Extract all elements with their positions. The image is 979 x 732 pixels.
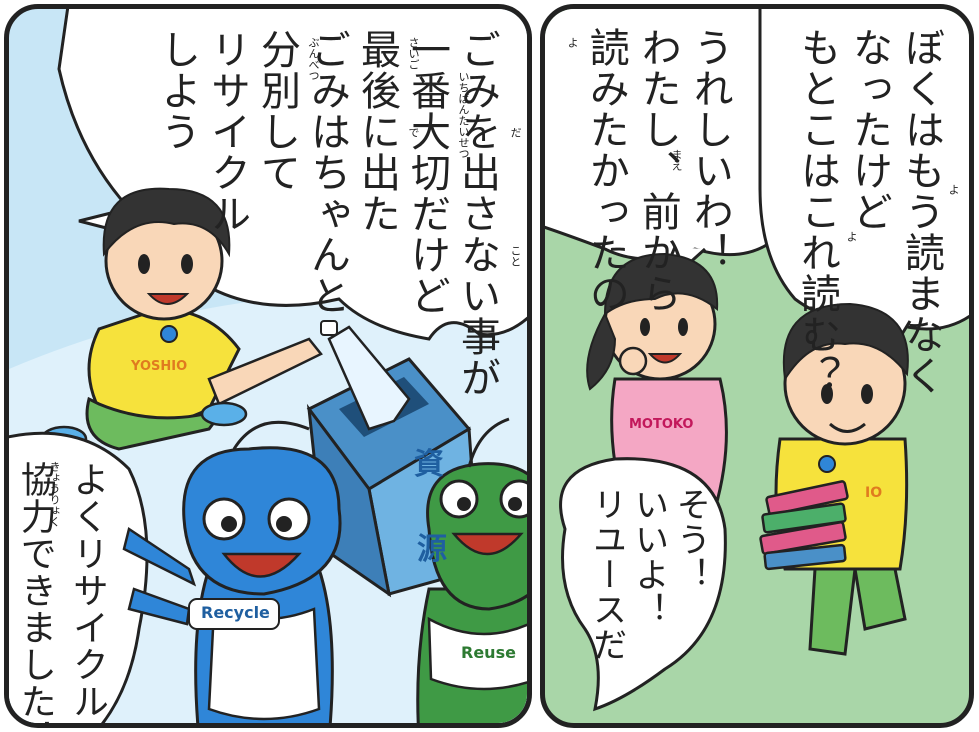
speech-boy-line-1: ぼくはもう読まなく	[898, 27, 944, 396]
mascot-reuse-green	[416, 417, 527, 723]
speech-main-line-2: 一番大切だけど	[404, 29, 450, 316]
boy-yoshio	[40, 187, 323, 453]
furigana-ichibantaisetsu: いちばんたいせつ	[457, 71, 470, 159]
furigana-yo-2: よ	[845, 231, 858, 242]
speech-main-line-4: ごみはちゃんと	[304, 29, 350, 316]
bin-label-shi: 資	[414, 447, 444, 482]
furigana-mae: まえ	[670, 149, 683, 171]
speech-girl-line-2: わたし、前から	[634, 27, 681, 314]
furigana-saigo: さいご	[407, 37, 420, 70]
speech-main-line-7: しよう	[154, 29, 200, 152]
furigana-koto: こと	[509, 245, 522, 267]
boy-with-books	[759, 302, 909, 656]
furigana-bunbetsu: ぶんべつ	[307, 37, 320, 81]
book-stack	[759, 480, 849, 571]
speech-girl-line-3: 読みたかったの	[582, 27, 629, 314]
panel-left-art	[9, 9, 527, 723]
panel-right-art	[545, 9, 969, 712]
plastic-bottle	[320, 320, 411, 431]
speech-mascot-line-2: いいよ！	[628, 487, 669, 627]
speech-main-line-6: リサイクル	[204, 29, 250, 234]
comic-panel-right: ぼくはもう読まなく なったけど もとこはこれ読む？ よ よ うれしいわ！ わたし…	[540, 4, 974, 728]
belly-label-reuse: Reuse	[461, 643, 516, 662]
speech-small-line-2: 協力できました！	[14, 461, 56, 728]
speech-bubble-mascot	[559, 457, 727, 712]
furigana-de: で	[407, 127, 420, 138]
speech-mascot-line-3: リユースだ	[586, 487, 627, 662]
furigana-kyouryoku: きょうりょく	[48, 461, 61, 527]
speech-boy-line-2: なったけど	[846, 27, 892, 232]
speech-small-line-1: よくリサイクルに	[66, 461, 108, 728]
speech-main-line-1: ごみを出さない事が	[454, 29, 500, 398]
speech-main-line-5: 分別して	[254, 29, 300, 193]
shirt-name-motoko: MOTOKO	[629, 417, 694, 432]
speech-girl-line-1: うれしいわ！	[686, 27, 733, 273]
bin-label-gen: 源	[417, 532, 447, 567]
belly-label-recycle: Recycle	[201, 603, 270, 622]
furigana-yo-1: よ	[947, 184, 960, 195]
furigana-yo-3: よ	[566, 37, 579, 48]
mascot-recycle-blue	[122, 420, 342, 723]
speech-boy-line-3: もとこはこれ読む？	[794, 27, 840, 396]
shirt-name-partial: IO	[865, 485, 883, 501]
comic-panel-left: ごみを出さない事が 一番大切だけど 最後に出た ごみはちゃんと 分別して リサイ…	[4, 4, 532, 728]
girl-motoko	[586, 252, 728, 511]
furigana-da: だ	[509, 127, 522, 138]
shirt-name-yoshio: YOSHIO	[131, 359, 188, 374]
speech-mascot-line-1: そう！	[670, 487, 711, 592]
speech-main-line-3: 最後に出た	[354, 29, 400, 234]
